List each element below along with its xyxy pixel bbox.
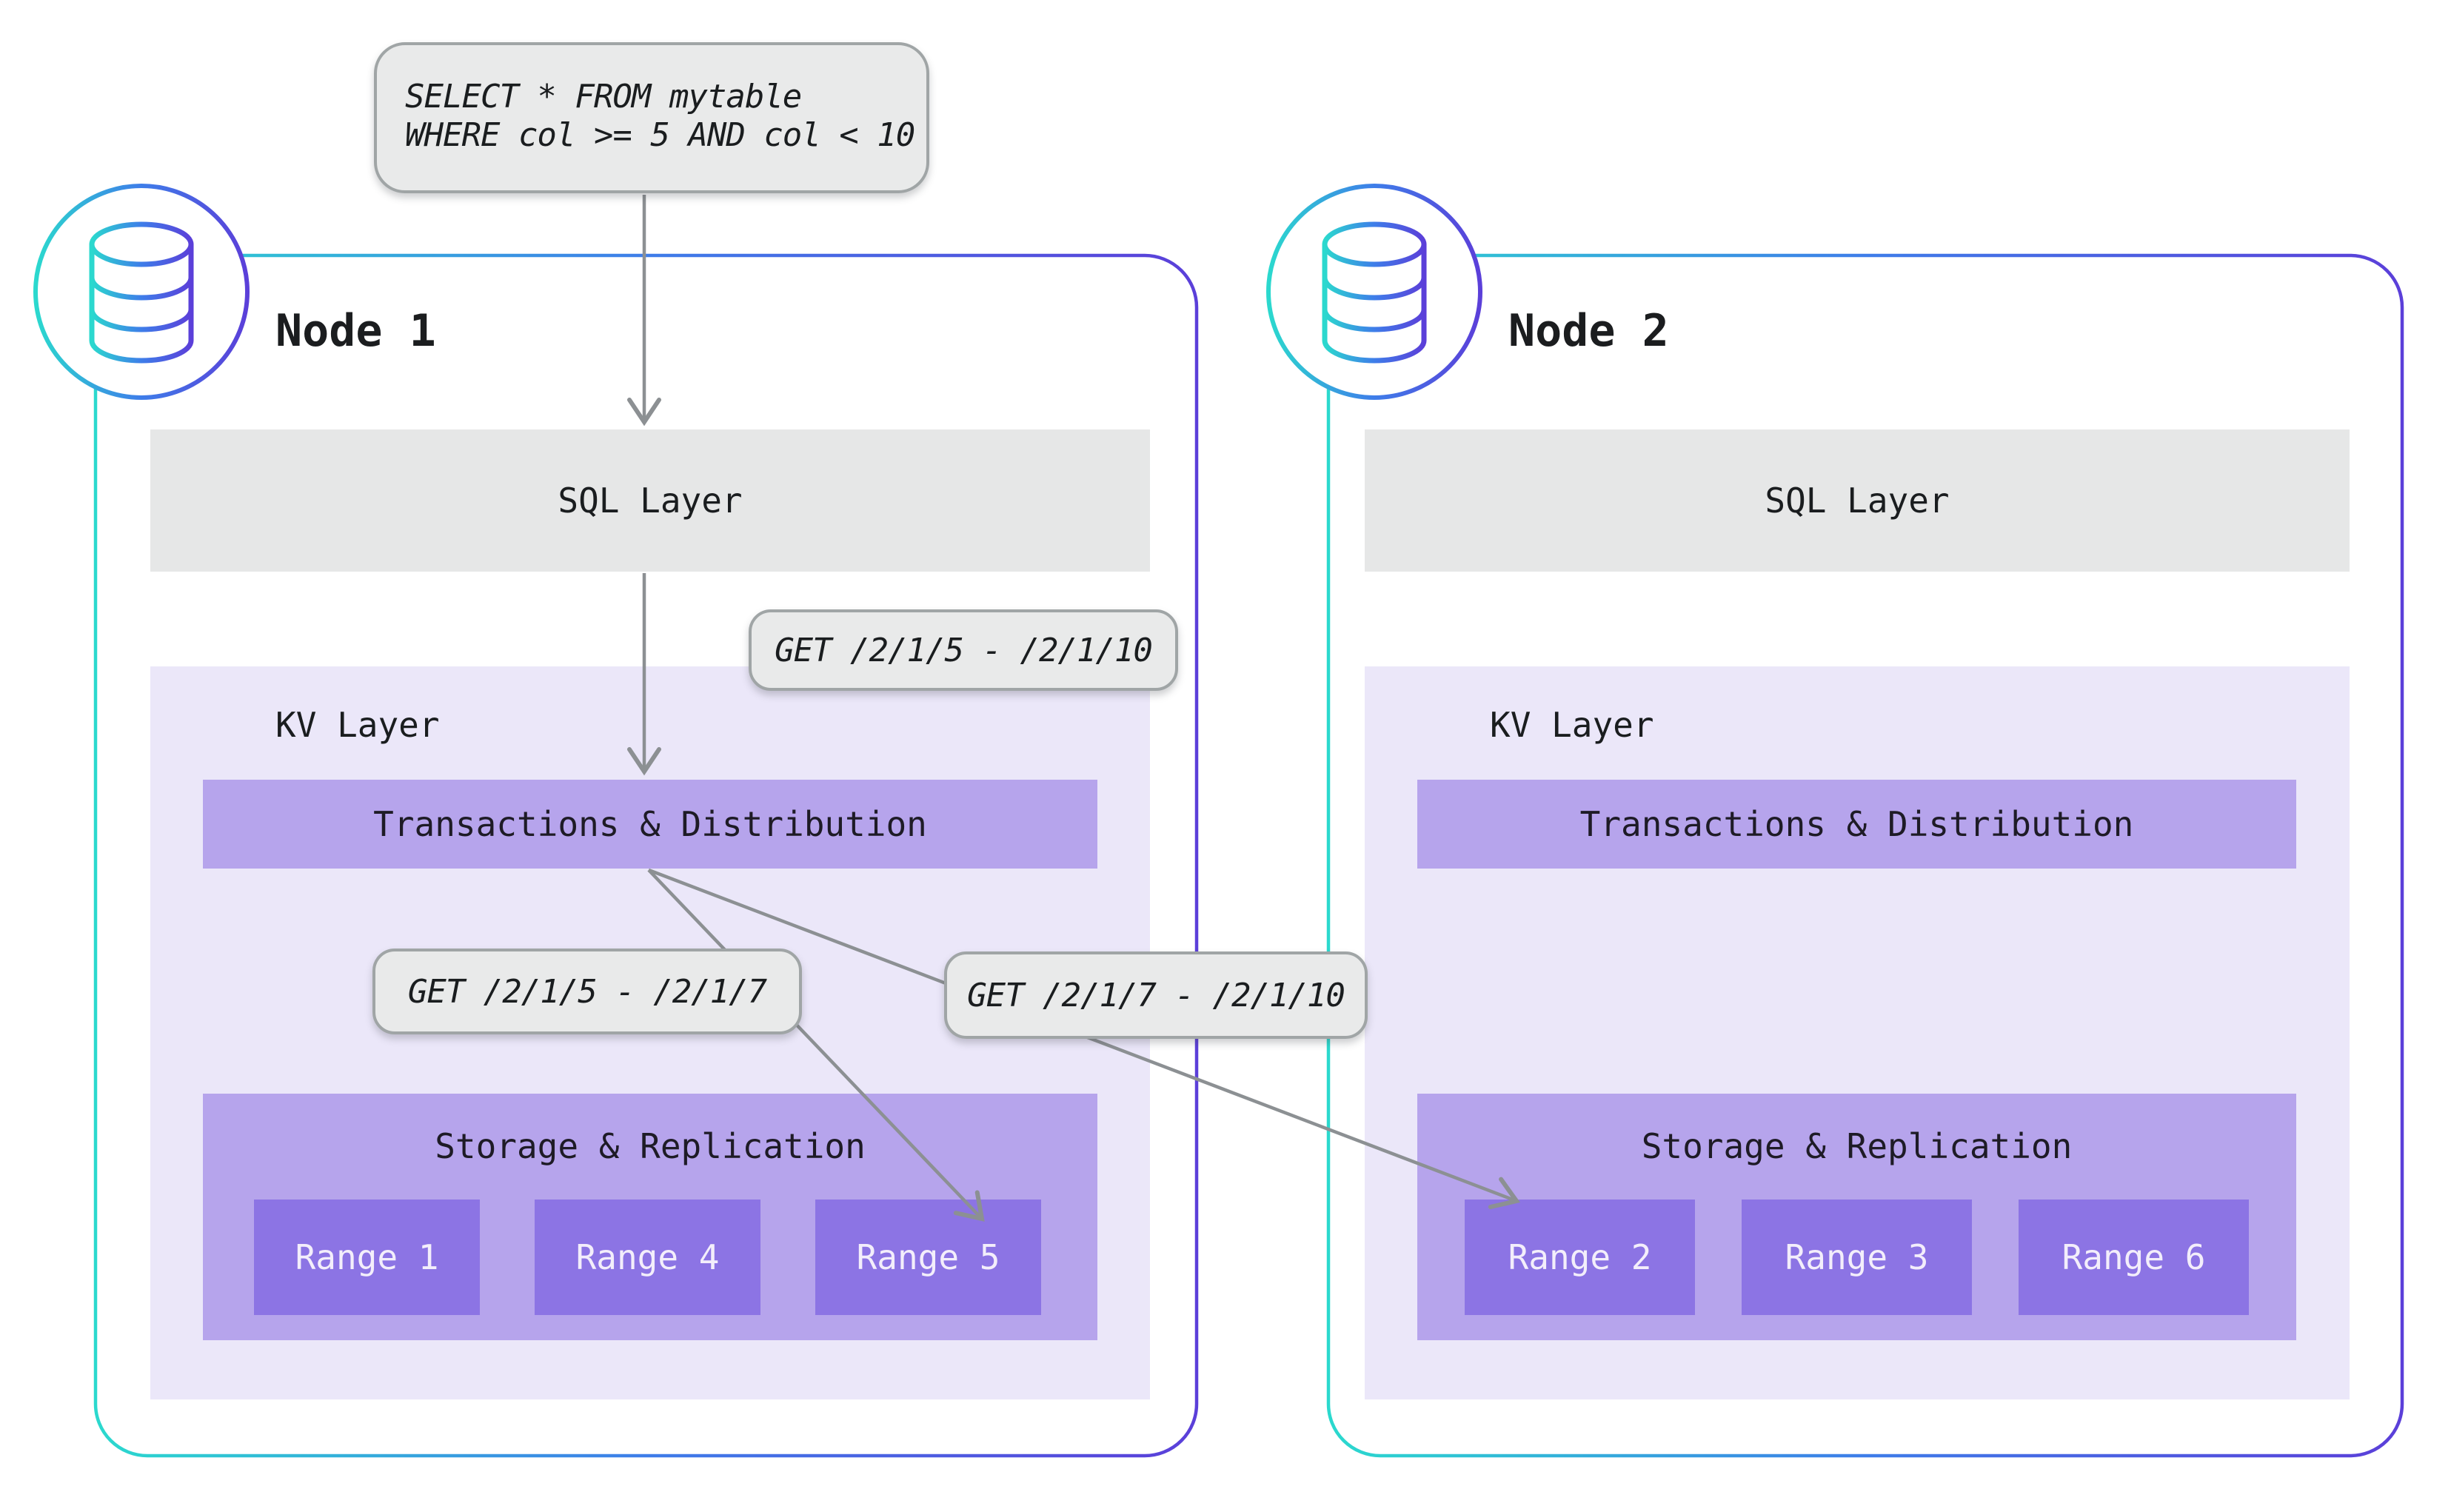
transactions-label: Transactions & Distribution [373,804,927,844]
node1-sql-layer: SQL Layer [150,429,1150,572]
get-range-label-full: GET /2/1/5 - /2/1/10 [749,609,1178,691]
node1-kv-label: KV Layer [275,705,440,745]
sql-query-box: SELECT * FROM mytable WHERE col >= 5 AND… [374,42,929,193]
transactions-label: Transactions & Distribution [1579,804,2134,844]
database-icon [33,184,250,400]
sql-layer-label: SQL Layer [558,481,743,521]
node1-title: Node 1 [275,305,436,357]
database-icon [1266,184,1482,400]
storage-label: Storage & Replication [435,1126,866,1166]
node2-kv-label: KV Layer [1490,705,1654,745]
range-box: Range 5 [815,1200,1041,1315]
query-line-2: WHERE col >= 5 AND col < 10 [405,116,915,154]
storage-label: Storage & Replication [1641,1126,2073,1166]
get-range-label-right: GET /2/1/7 - /2/1/10 [944,951,1368,1039]
range-box: Range 2 [1465,1200,1695,1315]
node1-transactions-bar: Transactions & Distribution [203,780,1097,869]
range-box: Range 4 [535,1200,760,1315]
get-range-label-left: GET /2/1/5 - /2/1/7 [372,949,802,1034]
range-box: Range 6 [2019,1200,2249,1315]
node2-title: Node 2 [1508,305,1669,357]
query-line-1: SELECT * FROM mytable [405,78,802,116]
sql-layer-label: SQL Layer [1765,481,1950,521]
arrow-txn-to-range5 [647,869,985,1222]
node2-transactions-bar: Transactions & Distribution [1417,780,2296,869]
range-box: Range 1 [254,1200,480,1315]
range-box: Range 3 [1742,1200,1972,1315]
node2-sql-layer: SQL Layer [1365,429,2350,572]
